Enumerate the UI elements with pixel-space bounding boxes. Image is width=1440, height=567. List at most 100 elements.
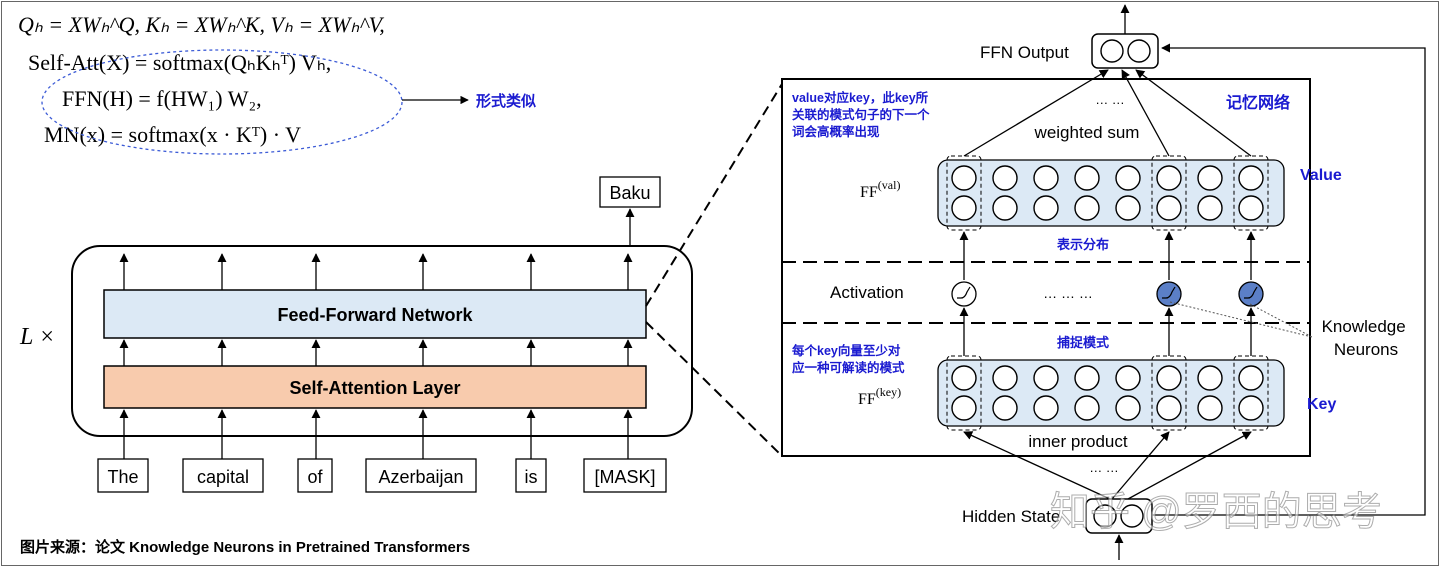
key-neurons (946, 355, 1269, 431)
neuron (1156, 365, 1182, 391)
hidden-to-key-arrow (1111, 431, 1170, 500)
value-label: Value (1300, 167, 1342, 184)
neuron (1197, 165, 1223, 191)
knowledge-neurons-line: Neurons (1334, 340, 1398, 359)
self-attention-layer-block (103, 365, 647, 409)
input-token-box (182, 458, 264, 493)
similarity-ellipse (41, 49, 403, 155)
neuron (992, 365, 1018, 391)
input-token-box (583, 458, 667, 493)
ff-val-label: FF(val) (860, 178, 900, 201)
neuron (1074, 195, 1100, 221)
activated-neuron (1156, 281, 1182, 307)
neuron (951, 195, 977, 221)
neuron (951, 395, 977, 421)
formula-memory-network: MN(x) = softmax(x · Kᵀ) · V (44, 122, 301, 147)
activation-label: Activation (830, 283, 904, 302)
input-token: Azerbaijan (378, 467, 463, 487)
neuron (1238, 165, 1264, 191)
neuron-column-highlight (946, 155, 982, 231)
hidden-to-key-arrow (1127, 431, 1252, 500)
capture-pattern-label: 捕捉模式 (1057, 335, 1109, 350)
memory-network-label: 记忆网络 (1226, 93, 1290, 112)
hidden-state-label: Hidden State (962, 507, 1060, 526)
ffn-output-neuron (1100, 39, 1124, 63)
input-token-box (297, 458, 333, 493)
feed-forward-network-label: Feed-Forward Network (277, 305, 473, 325)
left-arrows (119, 208, 635, 459)
ff-key-label: FF(key) (858, 385, 901, 408)
right-arrows (959, 69, 1256, 500)
key-note-line: 每个key向量至少对 (792, 343, 901, 358)
value-to-output-arrow (1135, 69, 1252, 157)
input-token: is (525, 467, 538, 487)
input-token-box (365, 458, 477, 493)
output-token: Baku (609, 183, 650, 203)
neuron (951, 165, 977, 191)
formula-attention-projection: Qₕ = XWₕ^Q, Kₕ = XWₕ^K, Vₕ = XWₕ^V, (18, 12, 385, 37)
left-transformer-model: L × Feed-Forward Network Self-Attention … (19, 176, 693, 493)
dots-bottom: … … (1089, 460, 1119, 475)
neuron (1238, 395, 1264, 421)
neuron (992, 195, 1018, 221)
activation-curve-icon (1162, 286, 1176, 299)
neuron (1197, 365, 1223, 391)
hidden-to-key-arrow (963, 431, 1111, 500)
weighted-sum-label: weighted sum (1034, 123, 1140, 142)
neuron (992, 395, 1018, 421)
neuron-column-highlight (1151, 355, 1187, 431)
output-token-box (599, 176, 661, 208)
activation-units (951, 281, 1264, 307)
value-neuron-panel (937, 159, 1285, 227)
neuron (1115, 195, 1141, 221)
key-neuron-panel (937, 359, 1285, 427)
value-note-line: value对应key，此key所 (792, 90, 929, 105)
ffn-detail-box (781, 78, 1311, 457)
knowledge-pointer (1169, 301, 1313, 338)
neuron (1033, 165, 1059, 191)
neuron (1033, 395, 1059, 421)
activated-neuron (1238, 281, 1264, 307)
value-note-line: 词会高概率出现 (792, 124, 880, 139)
value-to-output-arrow (1121, 69, 1170, 157)
activation-curve-icon (957, 286, 971, 299)
inner-product-label: inner product (1028, 432, 1128, 451)
input-token-box (97, 458, 149, 493)
knowledge-pointer (1249, 303, 1313, 338)
neuron (951, 365, 977, 391)
value-to-output-arrow (963, 69, 1109, 157)
neuron (1115, 165, 1141, 191)
layer-repeat-label: L × (19, 324, 55, 350)
ffn-output-label: FFN Output (980, 43, 1069, 62)
input-token: [MASK] (594, 467, 655, 487)
formula-self-attention: Self-Att(X) = softmax(QₕKₕᵀ) Vₕ, (28, 50, 331, 75)
neuron-column-highlight (1151, 155, 1187, 231)
feed-forward-network-block (103, 289, 647, 339)
neuron (1156, 165, 1182, 191)
neuron-column-highlight (946, 355, 982, 431)
neuron-column-highlight (1233, 155, 1269, 231)
neuron (1156, 195, 1182, 221)
formula-ffn: FFN(H) = f(HW₁) W₂, (62, 86, 262, 111)
key-label: Key (1307, 396, 1336, 413)
neuron (1197, 395, 1223, 421)
formula-block: Qₕ = XWₕ^Q, Kₕ = XWₕ^K, Vₕ = XWₕ^V, Self… (18, 12, 536, 155)
knowledge-neurons-label: Knowledge Neurons (1322, 317, 1411, 359)
input-token: The (107, 467, 138, 487)
input-token: of (307, 467, 323, 487)
watermark: 知乎 @罗西的思考 (1050, 490, 1382, 534)
right-ffn-detail: FFN Output … … weighted sum 记忆网络 value对应… (781, 4, 1426, 560)
transformer-layer-box (71, 245, 693, 437)
neuron (1238, 365, 1264, 391)
hidden-state-neuron (1093, 504, 1117, 528)
neuron (1033, 365, 1059, 391)
neuron (1074, 365, 1100, 391)
neuron (1115, 365, 1141, 391)
input-token-box (515, 458, 547, 493)
neuron (1115, 395, 1141, 421)
activation-neuron (951, 281, 977, 307)
dots-top: … … (1095, 92, 1125, 107)
